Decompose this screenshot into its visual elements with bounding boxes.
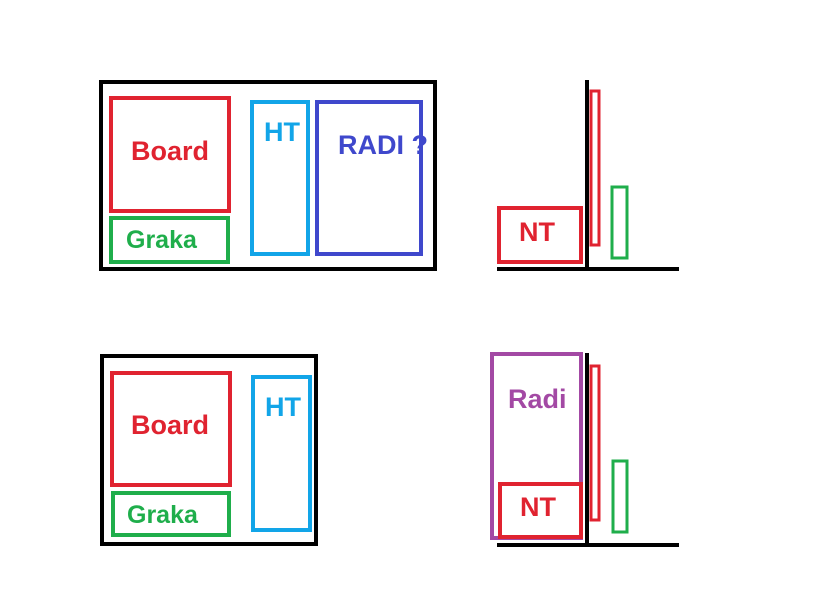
bottom-right-side-diagram: Radi NT: [490, 352, 679, 547]
nt-box: [498, 482, 583, 539]
board-box: [110, 371, 232, 487]
radi-box: [315, 100, 423, 256]
nt-box: [497, 206, 583, 264]
radi-label: RADI ?: [338, 130, 428, 160]
graka-side-bar: [610, 185, 629, 260]
graka-side-bar: [611, 459, 629, 534]
top-left-case-diagram: Board Graka HT RADI ?: [99, 80, 437, 271]
board-label: Board: [131, 136, 209, 166]
nt-label: NT: [520, 492, 556, 522]
board-box: [109, 96, 231, 213]
ht-label: HT: [265, 392, 301, 422]
graka-box: [109, 216, 230, 264]
bottom-left-case-diagram: Board Graka HT: [100, 354, 318, 546]
ht-label: HT: [264, 117, 300, 147]
case-outline: [99, 80, 437, 271]
graka-label: Graka: [127, 501, 199, 529]
board-label: Board: [131, 410, 209, 440]
nt-label: NT: [519, 217, 555, 247]
ht-box: [250, 100, 310, 256]
case-outline: [100, 354, 318, 546]
ht-box: [251, 375, 312, 532]
radi-label: Radi: [508, 384, 567, 414]
top-right-side-diagram: NT: [497, 80, 679, 271]
board-side-bar: [589, 89, 601, 247]
board-side-bar: [589, 364, 601, 522]
graka-label: Graka: [126, 226, 198, 254]
graka-box: [111, 491, 231, 537]
